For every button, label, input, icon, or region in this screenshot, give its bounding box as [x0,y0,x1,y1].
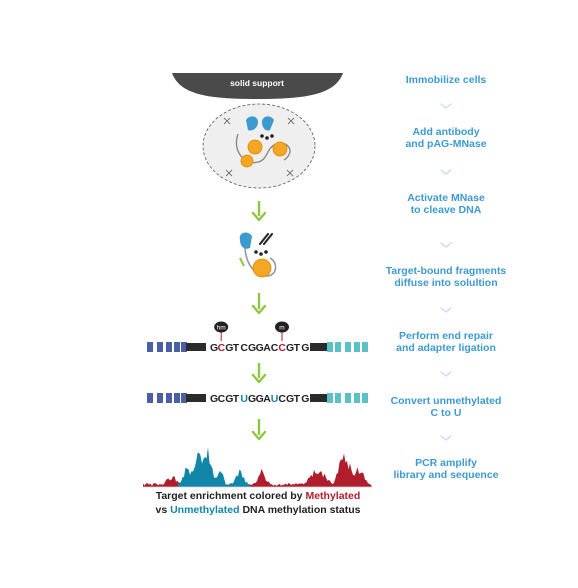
step-7-label-line-1: PCR amplify [415,457,477,469]
sequence-base: G [256,393,265,405]
badge-label: hm [217,324,226,331]
caption-line2-prefix: vs [155,504,170,516]
caption-line-1: Target enrichment colored by Methylated [156,490,361,502]
sequence-base: T [294,393,301,405]
sequence-base: G [301,393,310,405]
green-down-arrow-icon [251,363,267,384]
solid-support-icon: solid support [172,73,343,99]
sequence-base: G [301,342,310,354]
sequence-base: T [294,342,301,354]
chevron-down-icon [440,435,452,441]
step-5-label-line-1: Perform end repair [399,330,493,342]
green-down-arrow-icon [251,293,267,315]
sequence-base: U [271,393,279,405]
sequence-base: G [248,393,257,405]
caption-line-2: vs Unmethylated DNA methylation status [155,504,360,516]
sequence-base: U [240,393,248,405]
step-7-label-line-2: library and sequence [393,469,498,481]
step-4-label-line-2: diffuse into solultion [394,277,497,289]
solid-support-label: solid support [230,78,284,88]
coverage-tracks [143,447,372,488]
step-6-label-line-2: C to U [431,407,462,419]
chevron-down-icon [440,103,452,109]
caption-line1-prefix: Target enrichment colored by [156,490,306,502]
step-6-label-line-1: Convert unmethylated [391,395,502,407]
step-chevrons [440,103,452,441]
caption-unmethylated: Unmethylated [170,504,239,516]
step-2-label-line-2: and pAG-MNase [405,138,486,150]
step-4-label-line-1: Target-bound fragments [386,265,507,277]
process-arrows [251,201,267,441]
step-3-label-line-2: to cleave DNA [411,204,482,216]
methylated-coverage-track [143,453,372,487]
sequence-base: A [263,342,271,354]
sequence-base: G [225,342,234,354]
step-5-label-line-2: and adapter ligation [396,342,496,354]
sequence-base: C [218,342,226,354]
antibody-pag-mnase-icon [239,232,277,278]
chevron-down-icon [440,307,452,313]
caption-methylated: Methylated [305,490,360,502]
sequence-base: G [248,342,257,354]
sequence-base: C [278,342,286,354]
cell-nucleus-icon [202,103,316,189]
caption-line2-suffix: DNA methylation status [240,504,361,516]
sequence-base: G [210,393,219,405]
green-down-arrow-icon [251,201,267,222]
badge-label: m [279,324,284,331]
sequence-base: C [271,342,279,354]
sequence-base: G [256,342,265,354]
chevron-down-icon [440,242,452,248]
step-1-label-line-1: Immobilize cells [406,74,487,86]
sequence-base: G [286,342,295,354]
sequence-base: G [210,342,219,354]
sequence-base: G [286,393,295,405]
sequence-base: A [263,393,271,405]
chevron-down-icon [440,371,452,377]
unmethylated-coverage-track [178,447,250,487]
chevron-down-icon [440,169,452,175]
sequence-base: C [278,393,286,405]
step-2-label-line-1: Add antibody [412,126,479,138]
sequence-base: C [218,393,226,405]
methylation-mark-badge: m [275,321,289,341]
sequence-base: T [233,393,240,405]
sequence-base: C [240,342,248,354]
green-down-arrow-icon [251,419,267,441]
sequence-base: G [225,393,234,405]
sequence-base: T [233,342,240,354]
methylation-mark-badge: hm [214,321,229,341]
antibody-icon [246,116,274,131]
step-3-label-line-1: Activate MNase [407,192,485,204]
